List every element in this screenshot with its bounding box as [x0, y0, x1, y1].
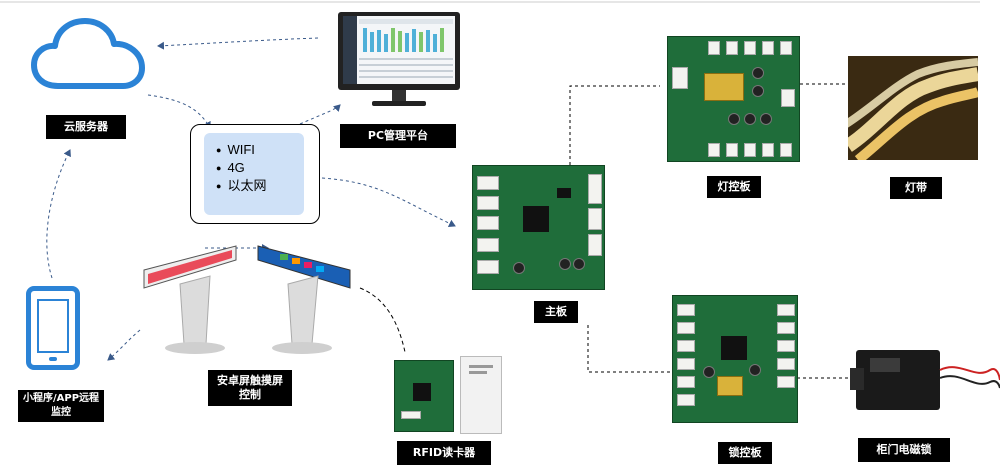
network-item-wifi: WIFI [216, 141, 304, 159]
network-item-4g: 4G [216, 159, 304, 177]
network-to-pc-arrow [299, 104, 341, 125]
network-box: WIFI 4G 以太网 [190, 124, 320, 224]
cloud-to-network-arrow [147, 94, 211, 129]
light-board-label: 灯控板 [707, 176, 761, 198]
pc-platform-label: PC管理平台 [340, 124, 456, 148]
network-to-mainboard-arrow [321, 177, 456, 228]
phone-to-cloud-arrow [46, 149, 71, 279]
door-lock-label: 柜门电磁锁 [858, 438, 950, 462]
door-lock-image [850, 340, 1000, 420]
rfid-label: RFID读卡器 [397, 441, 491, 465]
rfid-reader-device [460, 356, 502, 434]
phone-icon [26, 286, 80, 370]
mini-app-label: 小程序/APP远程监控 [18, 390, 104, 422]
cloud-server-label: 云服务器 [46, 115, 126, 139]
android-screens-image [140, 244, 360, 362]
android-to-phone-arrow [107, 329, 141, 361]
light-strip-image [848, 56, 978, 160]
lock-board-label: 锁控板 [718, 442, 772, 464]
android-screen-label: 安卓屏触摸屏控制 [208, 370, 292, 406]
android-to-rfid-line [359, 287, 406, 353]
pc-to-cloud-arrow [157, 37, 319, 50]
main-to-lockboard-line [587, 325, 672, 373]
network-item-ethernet: 以太网 [216, 177, 304, 195]
main-to-lightboard-line [569, 85, 660, 165]
main-board-label: 主板 [534, 301, 578, 323]
lock-board-image [672, 295, 798, 423]
light-board-image [667, 36, 800, 162]
cloud-icon [31, 18, 145, 89]
pc-monitor [338, 12, 460, 110]
rfid-board-image [394, 360, 454, 432]
main-board-image [472, 165, 605, 290]
light-strip-label: 灯带 [890, 177, 942, 199]
